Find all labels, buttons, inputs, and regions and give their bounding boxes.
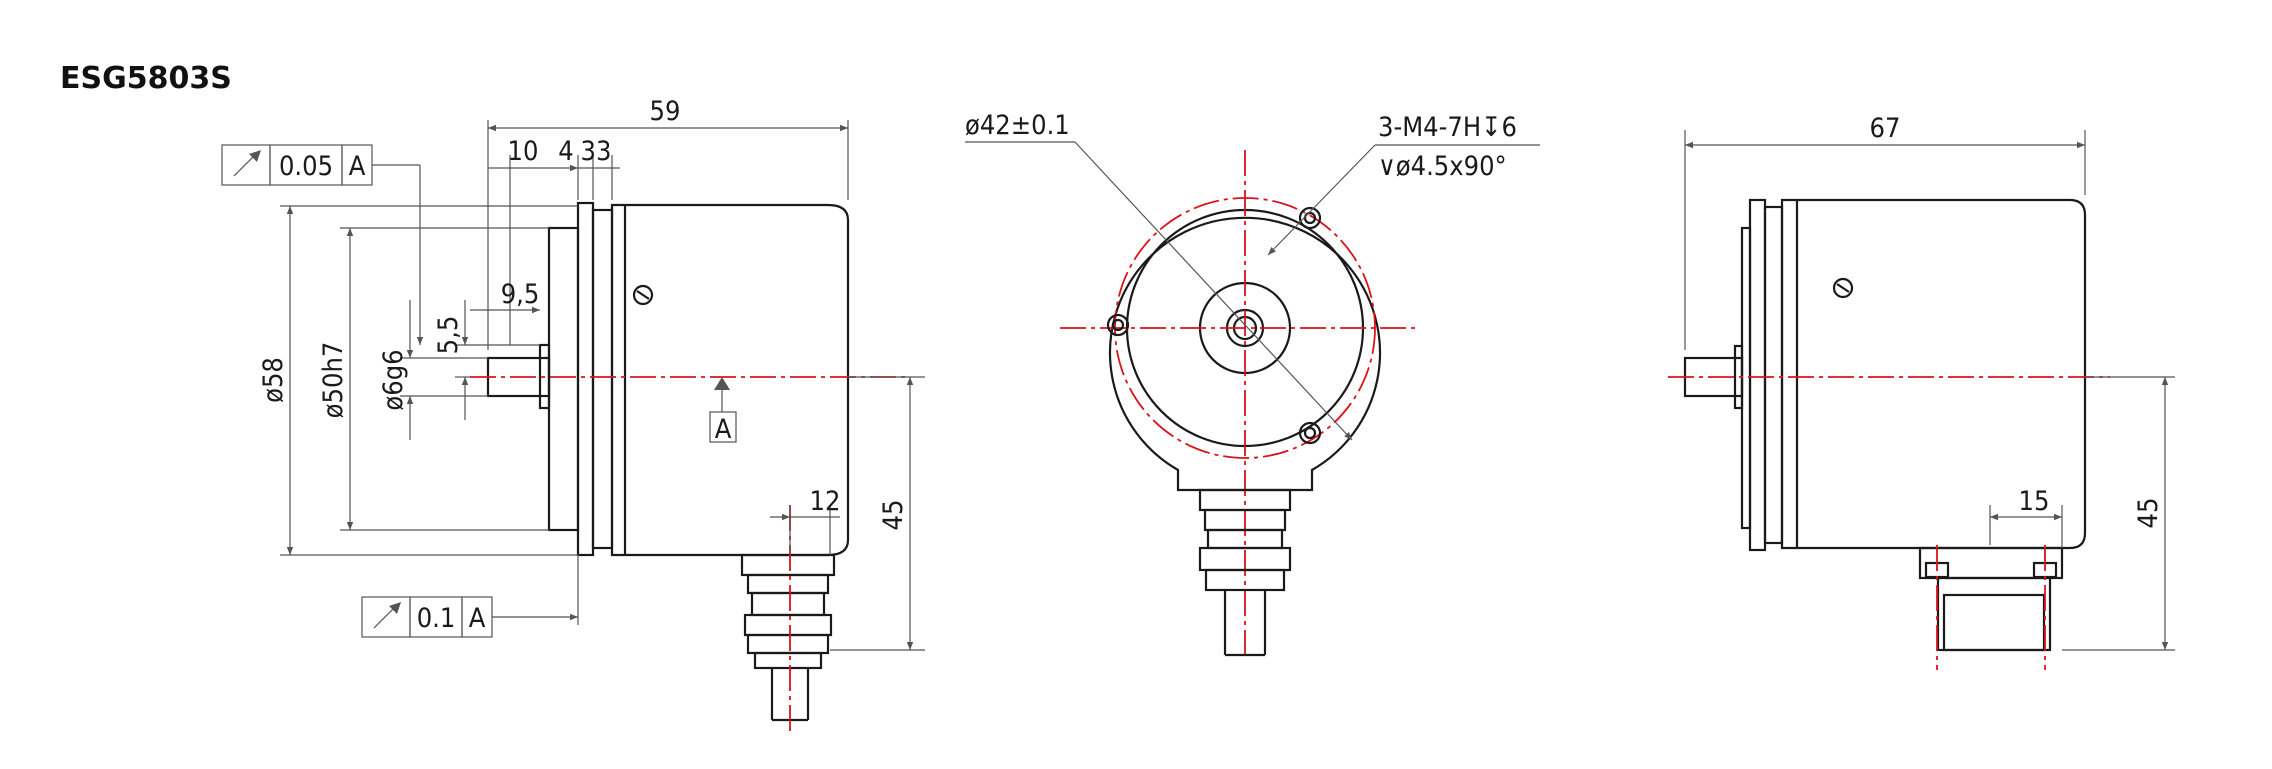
drawing-title: ESG5803S	[60, 61, 232, 96]
dim-housing-dia: ø58	[258, 357, 289, 403]
runout-frame-top: 0.05 A	[221, 144, 424, 345]
flange-right	[1748, 198, 1767, 552]
side-view: A 0.05 A 0.1 A 59 10 4 3	[221, 96, 925, 735]
thread-label: 3-M4-7H↧6	[1378, 112, 1517, 143]
runout-bottom-datum: A	[469, 603, 486, 634]
datum-box	[709, 411, 737, 443]
pcd-label: ø42±0.1	[965, 110, 1070, 141]
spigot	[547, 226, 580, 532]
cable-gland	[740, 553, 836, 577]
housing-outline	[1108, 216, 1382, 492]
datum-label: A	[715, 414, 732, 445]
dim-connector-offset: 15	[2019, 486, 2050, 517]
runout-top-value: 0.05	[279, 151, 333, 182]
screw-mark-right	[1832, 277, 1854, 299]
thread-hole-3	[1298, 421, 1322, 445]
connector-view: 67 15 45	[1668, 113, 2175, 670]
countersink-label: ∨ø4.5x90°	[1378, 151, 1507, 182]
dim-flat: 5,5	[433, 316, 464, 355]
dim-4: 4	[558, 136, 573, 167]
runout-bottom-value: 0.1	[417, 603, 456, 634]
dim-spigot-dia: ø50h7	[318, 342, 349, 419]
dim-flange: 10	[508, 136, 539, 167]
dim-33: 33	[581, 136, 612, 167]
dim-shaft-step: 9,5	[501, 279, 540, 310]
dim-shaft-dia: ø6g6	[378, 349, 409, 410]
front-view: ø42±0.1 3-M4-7H↧6 ∨ø4.5x90°	[965, 110, 1540, 660]
dim-overall-length-right: 67	[1870, 113, 1901, 144]
runout-frame-bottom: 0.1 A	[361, 555, 579, 638]
screw-mark	[632, 284, 654, 306]
dim-cable-height: 45	[878, 500, 909, 531]
dim-overall-length: 59	[650, 96, 681, 127]
housing-body-right	[1780, 198, 2087, 550]
thread-hole-1	[1106, 313, 1130, 337]
flange	[576, 201, 595, 557]
runout-top-datum: A	[349, 151, 366, 182]
dim-cable-offset: 12	[810, 486, 841, 517]
thread-hole-2	[1298, 206, 1322, 230]
dim-connector-height: 45	[2133, 498, 2164, 529]
